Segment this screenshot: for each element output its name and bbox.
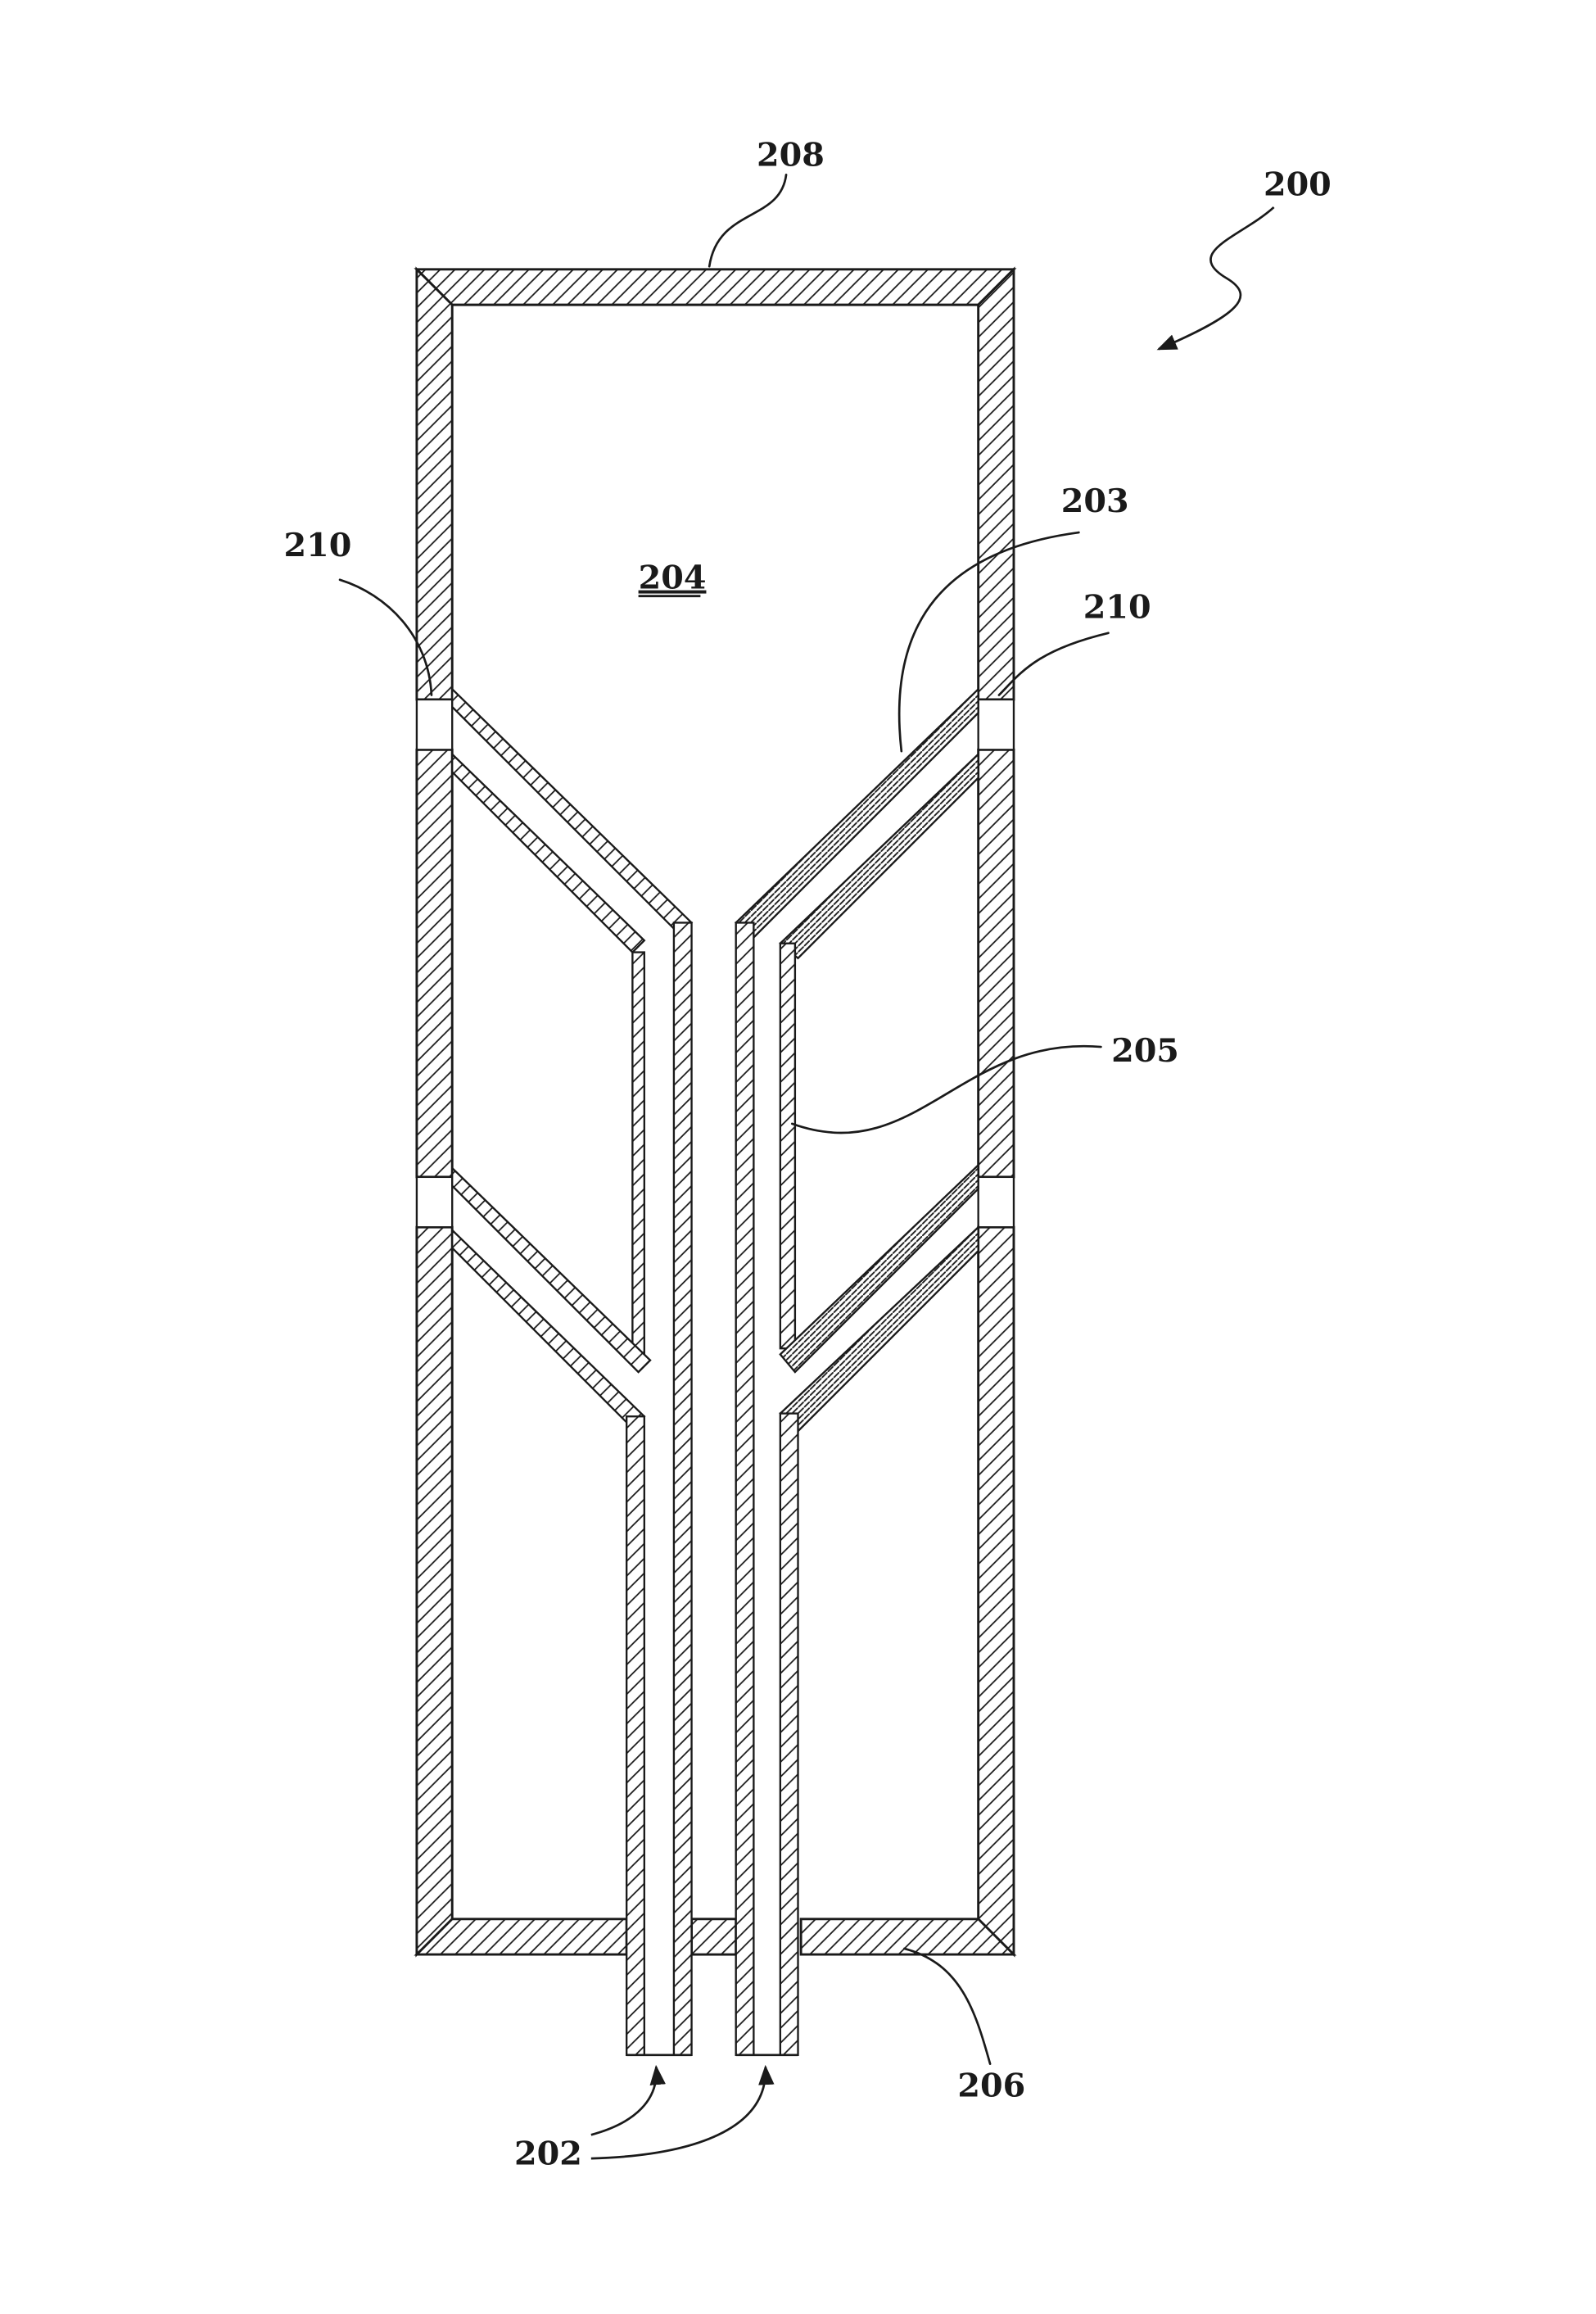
right-wall-upper xyxy=(979,269,1014,700)
right-main-tube-inner xyxy=(736,922,754,2054)
label-inlets: 202 xyxy=(514,2135,582,2172)
leader-206 xyxy=(904,1949,990,2064)
left-upper-inner-vertical xyxy=(632,953,644,1355)
leader-205 xyxy=(792,1046,1101,1133)
label-top-wall: 208 xyxy=(757,136,825,174)
port-left-upper xyxy=(417,700,452,749)
bottom-wall-centre xyxy=(692,1919,736,1954)
leader-208 xyxy=(709,174,786,266)
left-main-tube-inner xyxy=(674,922,692,2054)
label-assembly: 200 xyxy=(1264,166,1332,204)
label-port-left: 210 xyxy=(283,527,351,564)
right-main-tube-outer xyxy=(780,1414,798,2055)
leader-202-left xyxy=(591,2067,657,2135)
right-wall-lower xyxy=(979,1227,1014,1954)
right-upper-inner-vertical xyxy=(780,944,795,1348)
left-upper-arm-outer xyxy=(452,689,691,935)
top-wall xyxy=(417,269,1014,305)
right-conduit xyxy=(736,689,979,2054)
bottom-wall-left xyxy=(417,1919,626,1954)
left-wall-lower xyxy=(417,1227,452,1954)
leader-210-right xyxy=(999,633,1109,695)
leaders xyxy=(340,174,1274,2158)
label-port-right: 210 xyxy=(1083,589,1151,627)
port-right-lower xyxy=(979,1177,1014,1227)
leader-202-right xyxy=(591,2067,766,2158)
right-wall-middle xyxy=(979,749,1014,1177)
leader-200 xyxy=(1159,207,1274,349)
left-conduit xyxy=(452,689,691,2054)
port-left-lower xyxy=(417,1177,452,1227)
label-conduit-wall: 205 xyxy=(1111,1032,1179,1070)
label-chamber: 204 xyxy=(639,559,707,597)
left-wall-middle xyxy=(417,749,452,1177)
label-inlet-wall: 203 xyxy=(1061,482,1129,520)
left-wall-upper xyxy=(417,269,452,700)
housing xyxy=(417,269,1014,1954)
left-main-tube-outer xyxy=(626,1416,644,2055)
label-bottom-wall: 206 xyxy=(957,2067,1025,2104)
port-right-upper xyxy=(979,700,1014,749)
